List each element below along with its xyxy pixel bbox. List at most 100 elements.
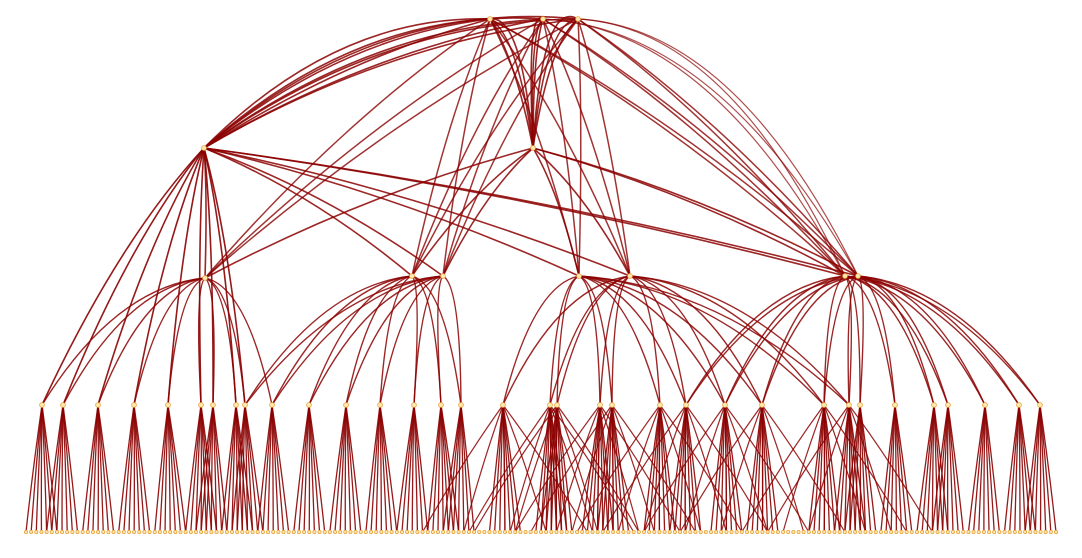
graph-node [95,402,101,408]
graph-edge [724,275,846,406]
graph-node [193,530,198,535]
graph-node [611,530,616,535]
graph-node [500,402,506,408]
graph-edge [844,275,861,406]
graph-edge [379,275,413,406]
graph-node [817,530,822,535]
graph-node [513,530,518,535]
graph-edge [97,404,115,533]
graph-edge [345,275,413,406]
graph-node [801,530,806,535]
graph-node [440,273,446,279]
graph-node [518,530,523,535]
graph-node [384,530,389,535]
graph-edge [92,404,99,533]
graph-edge [457,404,462,533]
graph-node [353,530,358,535]
graph-edge [602,404,687,533]
graph-node [724,530,729,535]
graph-node [1007,530,1012,535]
graph-node [343,530,348,535]
graph-edge [413,404,429,533]
graph-edge [204,147,534,279]
graph-node [853,530,858,535]
graph-node [60,530,65,535]
graph-edge [204,18,544,279]
graph-edge [761,404,764,533]
graph-node [544,530,549,535]
graph-node [827,530,832,535]
graph-node [564,530,569,535]
graph-node [131,402,137,408]
graph-edge [514,404,601,533]
graph-edge [379,404,398,533]
graph-node [466,530,471,535]
graph-node [204,530,209,535]
graph-edge [167,277,206,406]
graph-edge [724,404,728,533]
graph-node [873,530,878,535]
graph-node [683,530,688,535]
graph-node [410,530,415,535]
graph-node [528,530,533,535]
graph-node [199,530,204,535]
graph-node [44,530,49,535]
graph-edge [756,404,763,533]
graph-edge [685,275,859,406]
graph-edge [61,404,64,533]
graph-node [451,530,456,535]
graph-edge [577,18,631,277]
graph-edge [848,404,892,533]
graph-node [75,530,80,535]
graph-node [683,402,689,408]
graph-node [389,530,394,535]
graph-edge [844,275,1020,406]
graph-edge [556,275,631,406]
graph-node [163,530,168,535]
graph-node [1023,530,1028,535]
graph-edge [345,404,362,533]
graph-node [296,530,301,535]
graph-node [1054,530,1059,535]
graph-node [775,530,780,535]
graph-node [642,530,647,535]
graph-edge [542,18,580,277]
graph-node [575,530,580,535]
graph-edge [890,404,896,533]
graph-edge [532,147,580,277]
graph-node [147,530,152,535]
graph-edge [442,147,534,277]
graph-node [627,273,633,279]
graph-edge [983,404,986,533]
graph-edge [437,404,442,533]
graph-node [219,530,224,535]
graph-node [127,530,132,535]
graph-edge [532,147,631,277]
graph-edge [857,275,896,406]
graph-node [945,530,950,535]
graph-node [343,402,349,408]
graph-edge [509,404,551,533]
graph-edge [859,404,877,533]
graph-node [245,530,250,535]
graph-edge [857,275,864,406]
graph-edge [555,404,558,533]
graph-edge [133,404,151,533]
graph-node [34,530,39,535]
graph-node [49,530,54,535]
graph-edge [437,275,444,406]
graph-node [411,402,417,408]
graph-node [530,145,536,151]
graph-node [198,402,204,408]
graph-edge [204,277,237,406]
graph-node [842,530,847,535]
graph-edge [556,404,573,533]
graph-edge [473,404,558,533]
graph-node [497,530,502,535]
graph-node [121,530,126,535]
graph-node [65,530,70,535]
graph-node [945,402,951,408]
graph-edge [167,147,205,406]
graph-node [597,402,603,408]
graph-node [935,530,940,535]
